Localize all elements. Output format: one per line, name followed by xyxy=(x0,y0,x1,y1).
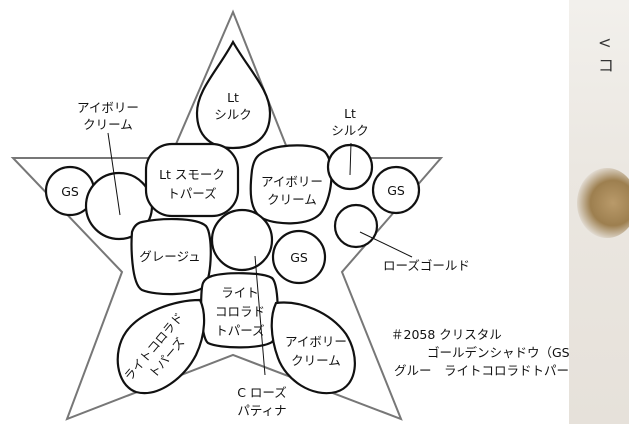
star-outline xyxy=(10,9,444,421)
ivory-right-label-1: アイボリー xyxy=(261,174,323,189)
greige-stone xyxy=(130,217,212,296)
legend-line-1: ＃2058 クリスタル xyxy=(391,327,502,342)
colorado-center-label-2: コロラド xyxy=(215,304,265,319)
lt-silk-right-label-1: Lt xyxy=(344,106,356,121)
ivory-right-stone xyxy=(249,144,333,225)
ivory-left-label-1: アイボリー xyxy=(77,100,139,115)
rose-gold-stone xyxy=(333,203,379,249)
gs-left-label: GS xyxy=(61,184,79,199)
rose-gold-label: ローズゴールド xyxy=(383,258,470,273)
ivory-bottom-label-1: アイボリー xyxy=(285,334,347,349)
lt-silk-right-leader xyxy=(349,142,352,176)
gs-right-label: GS xyxy=(387,183,405,198)
c-rose-label-1: C ローズ xyxy=(237,385,287,400)
top-teardrop-stone xyxy=(195,39,272,150)
rose-gold-leader xyxy=(359,231,413,258)
c-rose-patina-stone xyxy=(210,208,274,272)
smoke-topaz-stone xyxy=(144,142,240,218)
gs-right-stone xyxy=(371,165,421,215)
ivory-left-label-2: クリーム xyxy=(83,117,133,132)
ivory-right-label-2: クリーム xyxy=(267,192,317,207)
legend-line-3: グルー ライトコロラドトパーズ xyxy=(394,363,581,378)
greige-label: グレージュ xyxy=(139,249,200,264)
ivory-left-leader xyxy=(107,132,121,216)
lt-silk-right-label-2: シルク xyxy=(331,123,369,138)
smoke-topaz-label-2: トパーズ xyxy=(167,186,216,201)
top-teardrop-label-2: シルク xyxy=(214,107,252,122)
ivory-bottom-label-2: クリーム xyxy=(291,353,341,368)
c-rose-label-2: パティナ xyxy=(237,403,286,418)
colorado-center-label-3: トパーズ xyxy=(215,323,264,338)
legend-line-2: ゴールデンシャドウ（GS) xyxy=(427,345,575,360)
colorado-center-label-1: ライト xyxy=(221,285,259,300)
c-rose-leader xyxy=(254,255,266,376)
ivory-bottom-stone xyxy=(270,301,356,395)
gs-center-stone xyxy=(271,229,327,285)
top-teardrop-label-1: Lt xyxy=(227,90,239,105)
photo-caption: <コ xyxy=(598,33,616,75)
colorado-left-stone xyxy=(116,298,206,395)
gs-center-label: GS xyxy=(290,250,308,265)
smoke-topaz-label-1: Lt スモーク xyxy=(159,167,225,182)
ring-image xyxy=(577,168,629,238)
